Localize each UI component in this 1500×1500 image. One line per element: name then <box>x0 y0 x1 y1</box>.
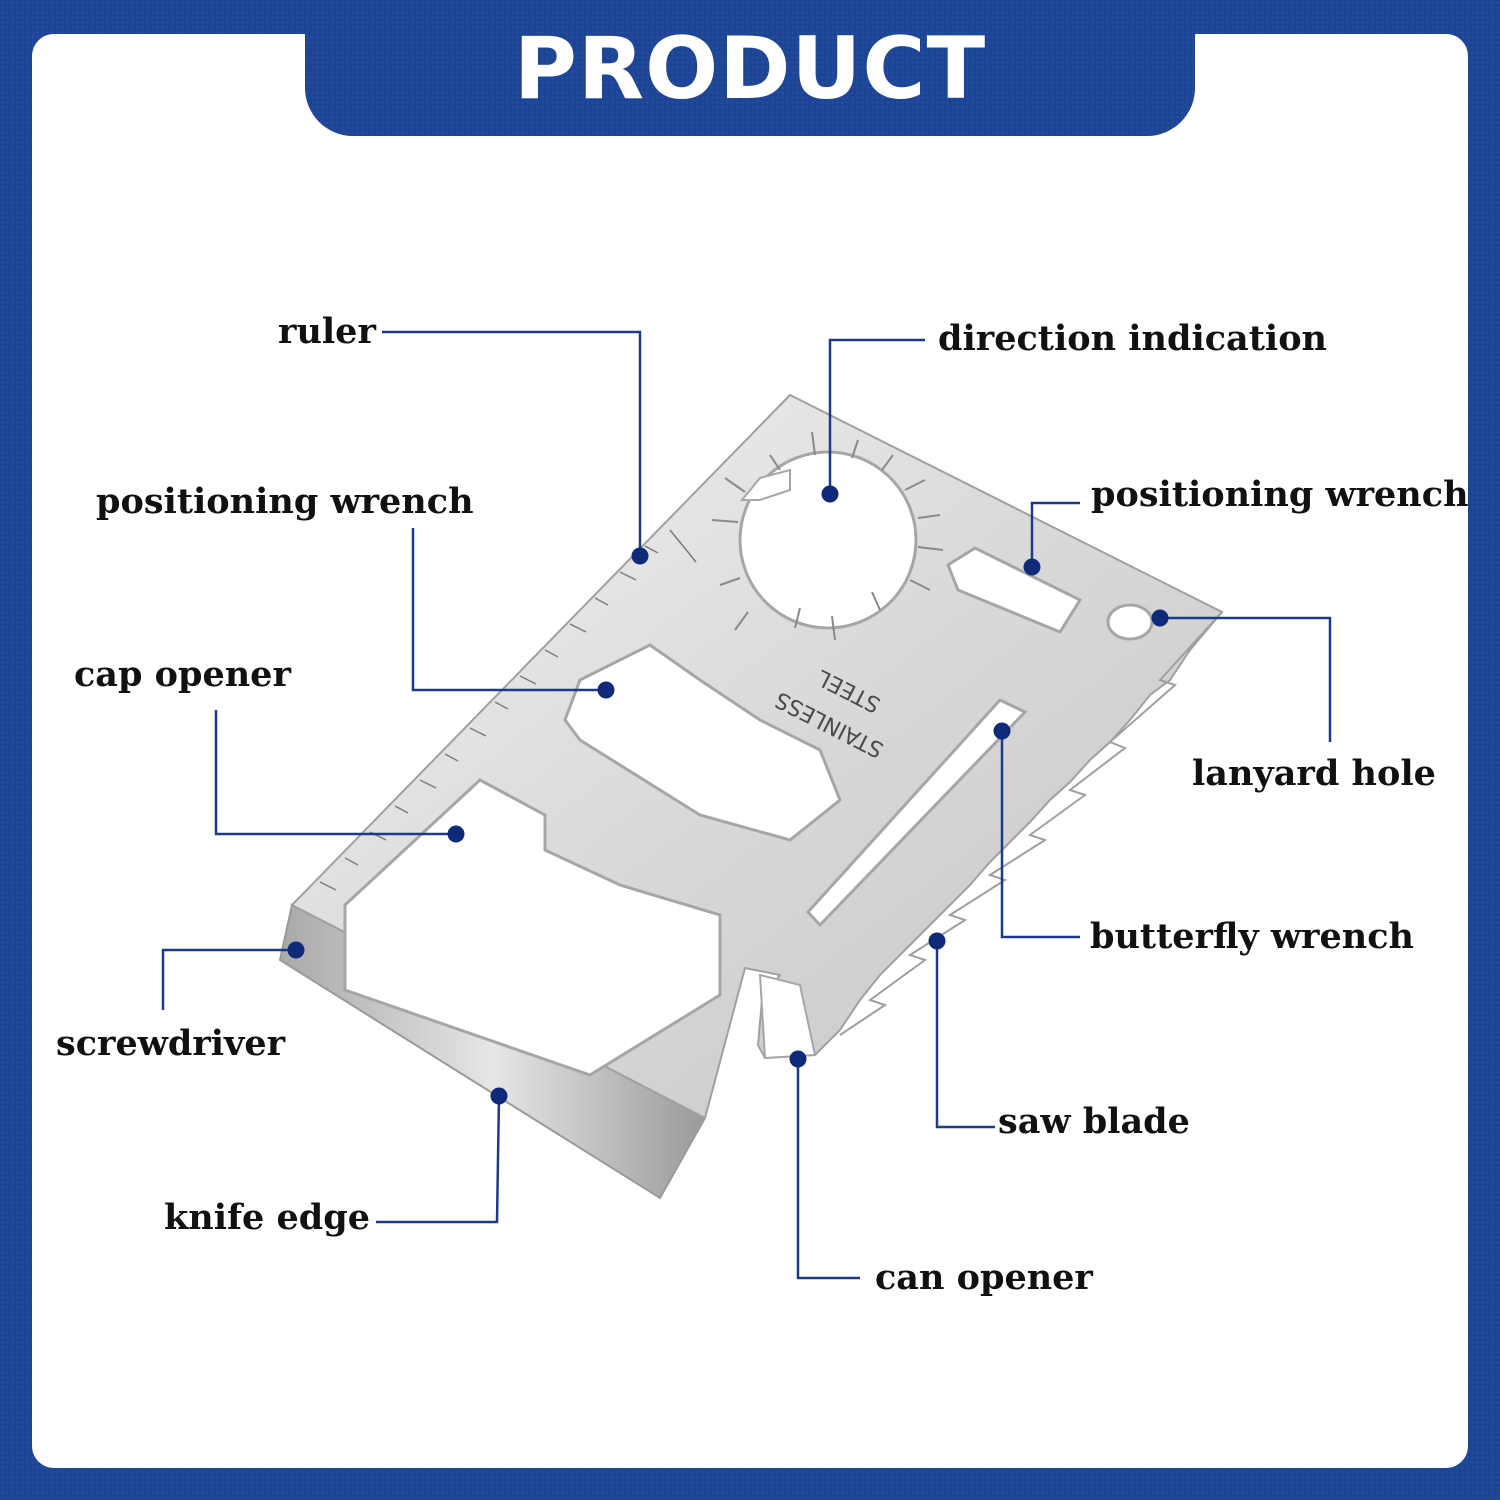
page-title: PRODUCT DETAILS <box>513 19 987 229</box>
leader-knife-edge <box>376 1095 501 1224</box>
leader-can-opener <box>796 1059 860 1280</box>
leader-screwdriver <box>161 948 296 1010</box>
dot-positioning-wrench-left <box>597 681 615 699</box>
dot-saw-blade <box>928 932 946 950</box>
label-knife-edge: knife edge <box>164 1197 370 1238</box>
leader-positioning-wrench-left <box>411 528 606 692</box>
leader-butterfly-wrench <box>1000 731 1080 939</box>
dot-screwdriver <box>287 941 305 959</box>
label-lanyard-hole: lanyard hole <box>1192 753 1436 794</box>
dot-butterfly-wrench <box>993 722 1011 740</box>
label-saw-blade: saw blade <box>998 1101 1190 1142</box>
label-positioning-wrench-right: positioning wrench <box>1091 474 1469 515</box>
label-ruler: ruler <box>278 311 376 352</box>
dot-knife-edge <box>490 1087 508 1105</box>
leader-saw-blade <box>935 941 995 1129</box>
dot-ruler <box>631 547 649 565</box>
leader-ruler <box>382 330 642 556</box>
dot-lanyard-hole <box>1151 609 1169 627</box>
label-cap-opener: cap opener <box>74 654 291 695</box>
dot-can-opener <box>789 1050 807 1068</box>
dot-direction <box>821 485 839 503</box>
leader-cap-opener <box>214 710 456 836</box>
multitool-card <box>278 393 1224 1200</box>
dot-positioning-wrench-right <box>1023 558 1041 576</box>
leader-positioning-wrench-right <box>1030 501 1080 567</box>
dot-cap-opener <box>447 825 465 843</box>
leader-lanyard-hole <box>1160 616 1332 742</box>
label-butterfly-wrench: butterfly wrench <box>1090 916 1414 957</box>
title-tab <box>305 0 1195 136</box>
label-can-opener: can opener <box>875 1257 1093 1298</box>
label-direction-indication: direction indication <box>938 318 1327 359</box>
leader-direction <box>828 338 925 494</box>
label-positioning-wrench-left: positioning wrench <box>96 481 474 522</box>
label-screwdriver: screwdriver <box>56 1023 286 1064</box>
